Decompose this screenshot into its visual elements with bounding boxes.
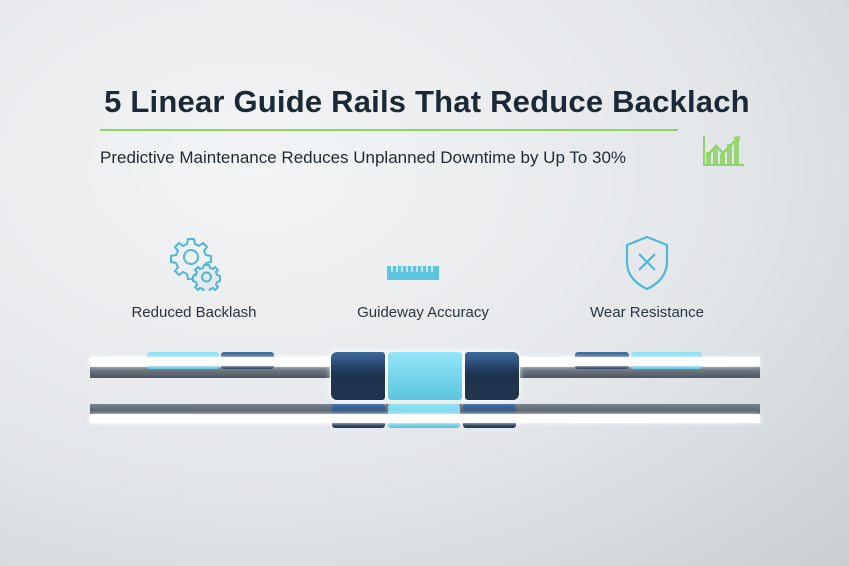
bottom-rail-highlight: [90, 414, 760, 423]
gears-icon: [170, 238, 221, 291]
growth-chart-icon: [703, 136, 744, 166]
title-underline: [100, 129, 678, 131]
feature-label-guideway-accuracy: Guideway Accuracy: [357, 304, 489, 321]
feature-label-reduced-backlash: Reduced Backlash: [131, 304, 257, 321]
carriage: [330, 351, 520, 401]
page-title: 5 Linear Guide Rails That Reduce Backlac…: [104, 84, 750, 119]
ruler-icon: [387, 266, 439, 280]
shield-x-icon: [625, 235, 669, 291]
feature-label-wear-resistance: Wear Resistance: [590, 304, 704, 321]
subtitle: Predictive Maintenance Reduces Unplanned…: [100, 148, 627, 167]
